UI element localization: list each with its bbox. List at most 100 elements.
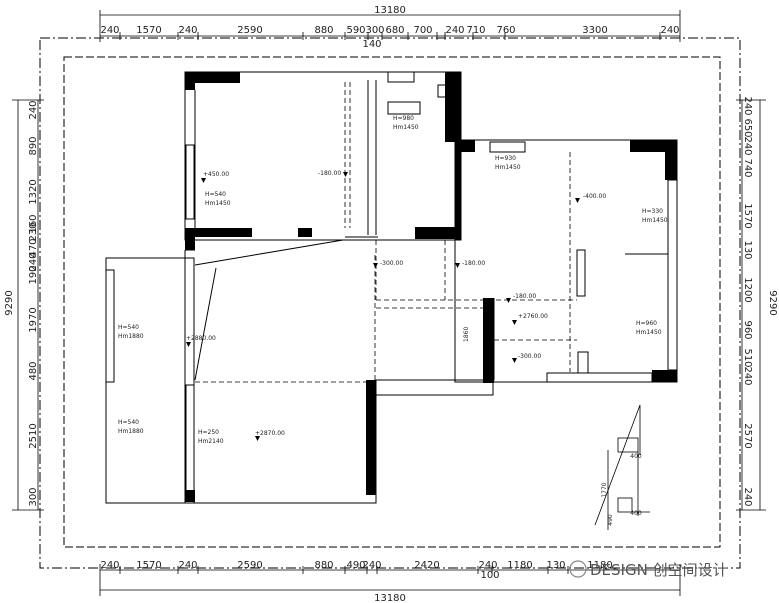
bottom-dim-label: 2420 — [414, 560, 439, 571]
top-dim-label: 300 — [365, 25, 384, 36]
right-dim-label: 2570 — [742, 423, 753, 448]
left-dim-label: 470 — [28, 238, 39, 257]
right-dim-label: 130 — [742, 240, 753, 259]
bottom-dim-label: 1180 — [507, 560, 532, 571]
level-label: +2870.00 — [255, 430, 285, 437]
left-dim-label: 1970 — [28, 307, 39, 332]
section-dim-label: 1770 — [601, 482, 608, 497]
right-dim-label: 740 — [742, 158, 753, 177]
top-sub-dim: 140 — [362, 39, 381, 50]
left-dim-label: 240 — [28, 252, 39, 271]
right-dim-label: 960 — [742, 320, 753, 339]
window-height-label: H=540 — [118, 419, 139, 426]
window-height-label: H=960 — [636, 320, 657, 327]
window-sill-label: Hm2140 — [198, 438, 224, 445]
dashed-lines — [195, 82, 577, 383]
section-dim-label: 400 — [630, 510, 642, 517]
bottom-dim-label: 240 — [362, 560, 381, 571]
bottom-dim-label: 240 — [178, 560, 197, 571]
right-dim-label: 1200 — [742, 277, 753, 302]
right-dimension-lines — [736, 99, 766, 511]
level-label: -400.00 — [583, 193, 606, 200]
left-dim-label: 230 — [28, 222, 39, 241]
overall-height-left: 9290 — [4, 290, 15, 315]
window-labels: H=980Hm1450H=930Hm1450H=540Hm1450H=330Hm… — [118, 115, 668, 445]
left-dim-label: 190 — [28, 265, 39, 284]
bottom-dim-label: 2590 — [237, 560, 262, 571]
right-dim-label: 650 — [742, 118, 753, 137]
side-note: 1860 — [463, 327, 470, 342]
level-label: -180.00 — [513, 293, 536, 300]
top-dim-label: 240 — [178, 25, 197, 36]
wechat-icon — [569, 560, 587, 578]
right-dim-label: 240 — [742, 366, 753, 385]
window-height-label: H=980 — [393, 115, 414, 122]
window-height-label: H=540 — [205, 191, 226, 198]
watermark-text: DESIGN 创空间设计 — [590, 561, 728, 579]
top-dim-label: 1570 — [136, 25, 161, 36]
left-dim-label: 300 — [28, 487, 39, 506]
level-markers — [186, 172, 580, 441]
section-dimension-labels: 1770 490 400 400 — [601, 453, 642, 526]
top-dim-label: 3300 — [582, 25, 607, 36]
window-height-label: H=330 — [642, 208, 663, 215]
bottom-sub-dim: 100 — [480, 570, 499, 581]
level-label: -180.00 — [318, 170, 341, 177]
level-label: +2760.00 — [518, 313, 548, 320]
right-dim-label: 240 — [742, 136, 753, 155]
level-labels: +450.00 -180.00 -300.00 -180.00 -400.00 -180.… — [186, 170, 606, 437]
bottom-dimension-lines — [99, 564, 681, 596]
overall-height-right: 9290 — [767, 290, 778, 315]
level-label: -300.00 — [518, 353, 541, 360]
left-dim-label: 890 — [28, 136, 39, 155]
wall-outlines — [105, 71, 678, 504]
section-dim-label: 490 — [607, 514, 614, 526]
window-sill-label: Hm1450 — [636, 329, 662, 336]
top-dim-label: 700 — [413, 25, 432, 36]
window-sill-label: Hm1450 — [642, 217, 668, 224]
top-dim-label: 240 — [660, 25, 679, 36]
outer-frame — [39, 37, 741, 569]
overall-width-top: 13180 — [374, 5, 406, 16]
bottom-dim-label: 240 — [100, 560, 119, 571]
left-dim-label: 480 — [28, 361, 39, 380]
left-dimension-lines — [12, 99, 44, 511]
window-sill-label: Hm1450 — [205, 200, 231, 207]
window-height-label: H=540 — [118, 324, 139, 331]
section-dim-label: 400 — [630, 453, 642, 460]
top-dim-label: 240 — [445, 25, 464, 36]
section-sketch — [594, 404, 650, 530]
window-height-label: H=930 — [495, 155, 516, 162]
top-dim-label: 760 — [496, 25, 515, 36]
level-label: -180.00 — [462, 260, 485, 267]
top-dimension-lines — [99, 10, 681, 42]
window-height-label: H=250 — [198, 429, 219, 436]
bottom-dim-label: 240 — [478, 560, 497, 571]
inner-frame — [63, 56, 721, 548]
top-dim-label: 680 — [385, 25, 404, 36]
left-dim-label: 1320 — [28, 179, 39, 204]
right-dim-label: 240 — [742, 487, 753, 506]
bottom-dim-label: 490 — [346, 560, 365, 571]
bottom-dim-label: 880 — [314, 560, 333, 571]
top-dim-label: 240 — [100, 25, 119, 36]
top-dim-label: 880 — [314, 25, 333, 36]
top-dim-label: 2590 — [237, 25, 262, 36]
left-dim-label: 240 — [28, 100, 39, 119]
level-label: +450.00 — [203, 171, 229, 178]
window-sill-label: Hm1880 — [118, 333, 144, 340]
walls — [185, 72, 677, 502]
window-sill-label: Hm1450 — [393, 124, 419, 131]
level-label: +2880.00 — [186, 335, 216, 342]
right-dim-label: 1570 — [742, 203, 753, 228]
left-dim-label: 2510 — [28, 423, 39, 448]
left-dim-label: 160 — [28, 214, 39, 233]
bottom-dim-label: 1180 — [587, 560, 612, 571]
window-sill-label: Hm1880 — [118, 428, 144, 435]
